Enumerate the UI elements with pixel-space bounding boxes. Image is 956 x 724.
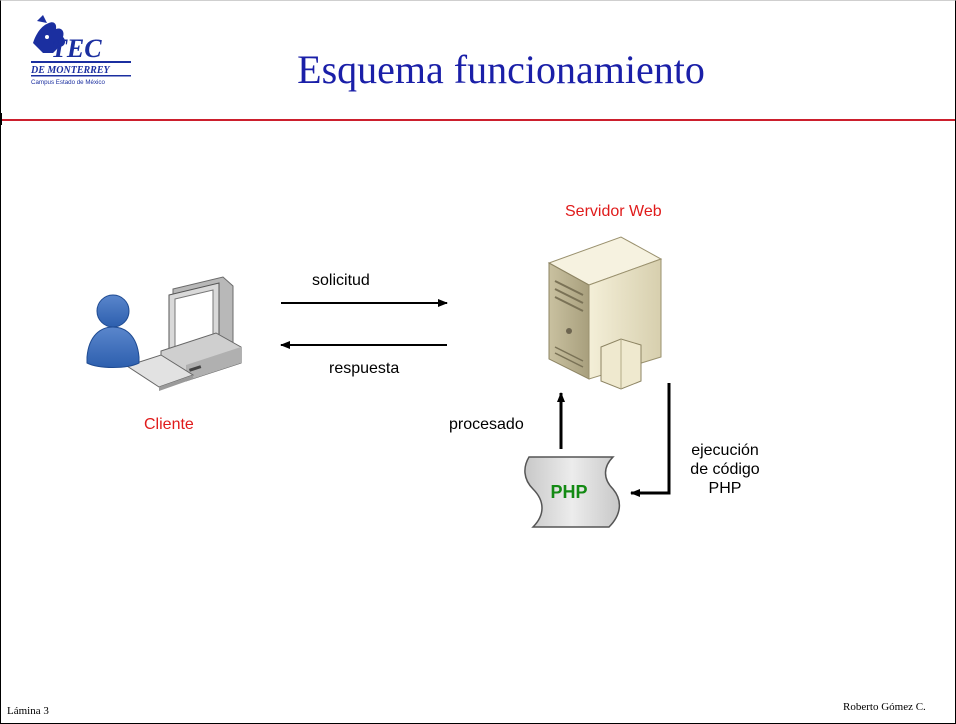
client-label: Cliente xyxy=(144,416,194,433)
processed-label: procesado xyxy=(449,416,524,433)
response-label: respuesta xyxy=(329,360,400,377)
svg-text:TEC: TEC xyxy=(51,34,102,63)
tec-monterrey-logo: TEC DE MONTERREY Campus Estado de México xyxy=(30,15,131,86)
author-name: Roberto Gómez C. xyxy=(843,701,926,713)
php-label: PHP xyxy=(550,482,588,502)
svg-text:DE MONTERREY: DE MONTERREY xyxy=(30,65,111,76)
title-rule xyxy=(1,119,955,121)
execution-label-line: de código xyxy=(690,461,760,478)
user-person-icon xyxy=(86,294,140,368)
execution-label-line: PHP xyxy=(708,480,742,497)
execution-arrow xyxy=(630,383,671,497)
web-server-icon xyxy=(547,236,663,390)
svg-text:Campus Estado de México: Campus Estado de México xyxy=(31,79,106,86)
execution-label: ejecución de código PHP xyxy=(685,441,765,498)
execution-label-line: ejecución xyxy=(691,442,759,459)
server-label: Servidor Web xyxy=(565,203,662,220)
request-label: solicitud xyxy=(312,272,370,289)
php-scroll-shape xyxy=(524,456,621,528)
client-computer-icon xyxy=(125,276,242,391)
slide-number: Lámina 3 xyxy=(7,705,49,717)
page-title: Esquema funcionamiento xyxy=(297,47,705,92)
slide-left-tick xyxy=(1,113,9,125)
